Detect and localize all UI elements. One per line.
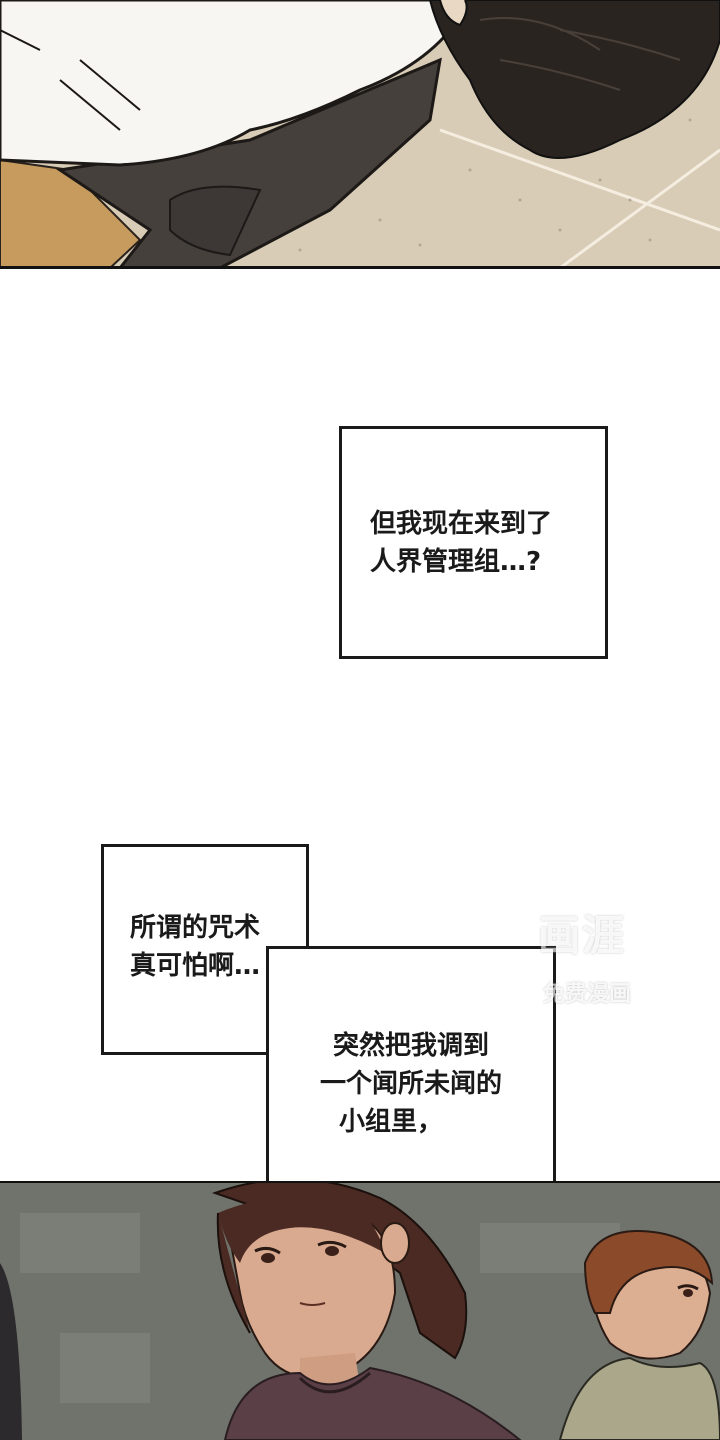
watermark-subtitle: 免费漫画 (543, 982, 632, 1007)
caption-1-line-1: 但我现在来到了 (370, 509, 553, 539)
caption-1-line-2: 人界管理组…? (370, 547, 542, 577)
caption-3-line-1: 突然把我调到 (332, 1031, 489, 1061)
bottom-illustration-panel (0, 1183, 720, 1440)
top-scene-art (0, 0, 720, 268)
bottom-scene-art (0, 1183, 720, 1440)
caption-3-line-2: 一个闻所未闻的 (319, 1069, 502, 1099)
caption-2-line-2: 真可怕啊… (130, 951, 261, 981)
caption-box-2-right-edge (306, 844, 309, 948)
panel-divider-bottom (0, 1181, 720, 1184)
top-illustration-panel (0, 0, 720, 268)
panel-divider-top (0, 266, 720, 269)
caption-box-3: 突然把我调到 一个闻所未闻的 小组里， (266, 946, 556, 1184)
caption-box-1: 但我现在来到了 人界管理组…? (339, 426, 608, 659)
caption-box-join (269, 949, 309, 1052)
watermark-logo: 画涯 (538, 911, 627, 960)
caption-2-line-1: 所谓的咒术 (130, 913, 261, 943)
caption-3-line-3: 小组里， (338, 1107, 443, 1137)
